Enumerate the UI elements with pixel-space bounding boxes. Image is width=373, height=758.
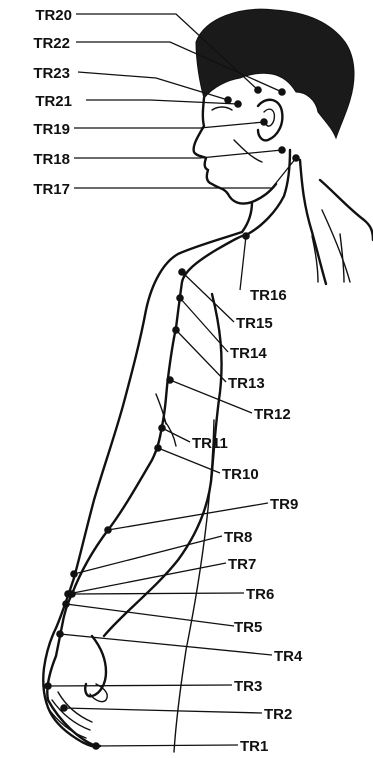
point-tr23 [224, 96, 232, 104]
label-tr12: TR12 [254, 406, 291, 423]
inner-arm-contour [104, 294, 222, 636]
leader-tr5 [66, 604, 234, 626]
label-tr22: TR22 [33, 35, 70, 52]
point-tr9 [104, 526, 112, 534]
point-tr17 [292, 154, 300, 162]
outer-arm-contour [43, 232, 242, 747]
leader-tr11 [162, 428, 190, 442]
label-tr9: TR9 [270, 496, 298, 513]
finger-1 [48, 708, 86, 738]
leader-tr15 [182, 272, 234, 322]
point-tr10 [154, 444, 162, 452]
leader-tr6 [72, 593, 244, 594]
label-tr7: TR7 [228, 556, 256, 573]
face-profile [194, 98, 228, 194]
torso-outline [242, 160, 373, 284]
neck-muscle [322, 210, 350, 282]
hand-contour [85, 636, 106, 696]
label-tr16: TR16 [250, 287, 287, 304]
point-tr4 [56, 630, 64, 638]
label-tr20: TR20 [35, 7, 72, 24]
leader-tr4 [60, 634, 272, 655]
label-tr13: TR13 [228, 375, 265, 392]
label-tr11: TR11 [192, 435, 228, 452]
label-tr17: TR17 [33, 181, 70, 198]
back-of-neck [300, 160, 326, 284]
label-tr19: TR19 [33, 121, 70, 138]
leader-tr19 [74, 122, 264, 128]
leader-tr9 [108, 503, 268, 530]
hair [196, 9, 354, 138]
label-tr6: TR6 [246, 586, 274, 603]
point-tr16 [242, 232, 250, 240]
label-tr3: TR3 [234, 678, 262, 695]
arm-outline [43, 232, 242, 752]
point-tr15 [178, 268, 186, 276]
point-tr3 [44, 682, 52, 690]
leader-tr14 [180, 298, 228, 352]
point-tr8 [70, 570, 78, 578]
clavicle-line [320, 180, 373, 240]
neck-muscle-2 [340, 234, 344, 282]
point-tr7 [64, 590, 72, 598]
leader-tr13 [176, 330, 226, 382]
leader-tr2 [64, 708, 262, 713]
leader-tr1 [96, 745, 238, 746]
label-tr15: TR15 [236, 315, 273, 332]
cheek-line [234, 140, 262, 162]
point-tr21 [234, 100, 242, 108]
point-tr1 [92, 742, 100, 750]
leader-tr7 [68, 563, 226, 594]
point-tr5 [62, 600, 70, 608]
label-tr8: TR8 [224, 529, 252, 546]
label-tr23: TR23 [33, 65, 70, 82]
label-tr2: TR2 [264, 706, 292, 723]
leader-tr16 [240, 236, 246, 290]
leader-tr21 [86, 100, 238, 104]
eye [212, 107, 232, 110]
point-tr22 [278, 88, 286, 96]
label-tr5: TR5 [234, 619, 262, 636]
point-tr2 [60, 704, 68, 712]
leader-tr18 [74, 150, 282, 158]
point-tr20 [254, 86, 262, 94]
point-tr11 [158, 424, 166, 432]
label-tr4: TR4 [274, 648, 303, 665]
point-tr12 [166, 376, 174, 384]
label-tr10: TR10 [222, 466, 259, 483]
point-tr18 [278, 146, 286, 154]
meridian-path [47, 234, 248, 746]
torso-side [174, 420, 214, 752]
leader-tr3 [48, 685, 232, 686]
label-tr14: TR14 [230, 345, 267, 362]
front-of-neck [242, 202, 252, 232]
head-outline [194, 9, 354, 203]
label-tr1: TR1 [240, 738, 268, 755]
jaw-line [228, 184, 276, 204]
point-tr19 [260, 118, 268, 126]
leader-tr17 [74, 158, 296, 188]
point-tr14 [176, 294, 184, 302]
point-tr13 [172, 326, 180, 334]
label-tr21: TR21 [35, 93, 72, 110]
label-tr18: TR18 [33, 151, 70, 168]
